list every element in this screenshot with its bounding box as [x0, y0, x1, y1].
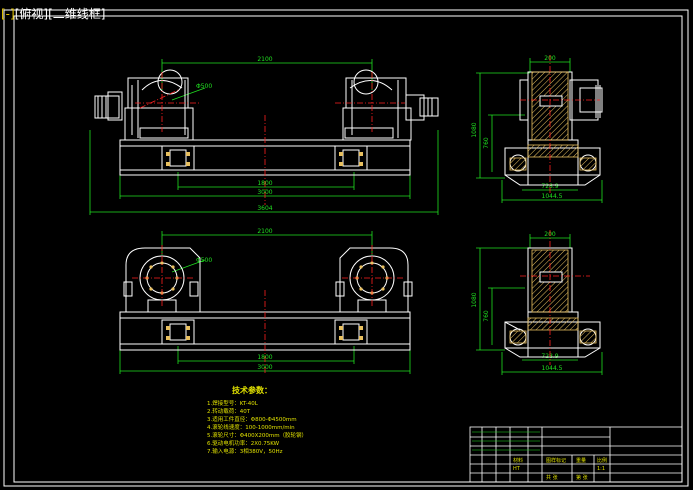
top-front-view: 2100 Φ500 1800 3000 3604	[89, 56, 439, 215]
tech-notes-title: 技术参数：	[232, 385, 272, 395]
dim-side-base-outer: 1044.5	[542, 193, 563, 200]
viewport-label[interactable]: [-][俯视][二维线框]	[1, 7, 105, 21]
top-side-view: 200 1080 760 728.9 1044.5	[471, 55, 603, 203]
dim-top-span: 2100	[257, 56, 272, 63]
tb-cell-7: 材料	[513, 457, 523, 464]
tb-cell-1: 图样标记	[546, 457, 566, 464]
dim-bside-height: 1080	[471, 292, 478, 307]
dim-bside-base-outer: 1044.5	[542, 365, 563, 372]
tb-cell-5: 共 张	[546, 474, 558, 481]
tech-note-1: 1.焊接型号：KT-40L	[207, 399, 259, 407]
tb-cell-4: 1:1	[597, 466, 605, 472]
tech-notes: 技术参数： 1.焊接型号：KT-40L 2.转动载荷：40T 3.适用工件直径：…	[207, 385, 307, 455]
tb-cell-6: 第 张	[576, 474, 588, 481]
dim-bottom-radius: Φ500	[196, 257, 212, 264]
bottom-front-view: 2100 Φ500 1800 3000	[119, 228, 413, 375]
tech-note-4: 4.滚轮线速度：100-1000mm/min	[207, 423, 295, 431]
dim-bottom-span: 2100	[257, 228, 272, 235]
dim-top-radius: Φ500	[196, 83, 212, 90]
dim-bside-mid: 760	[483, 310, 490, 322]
title-block: 图样标记 重量 比例 1:1 共 张 第 张 材料 HT	[469, 426, 683, 483]
tech-note-7: 7.输入电源：3相380V，50Hz	[207, 447, 283, 455]
tb-cell-3: 比例	[597, 457, 607, 464]
drawing-frame-outer	[3, 9, 689, 487]
drawing-frame-inner	[13, 15, 683, 483]
tech-note-5: 5.滚轮尺寸：Φ400X200mm（胶轮钢）	[207, 431, 307, 439]
view-direction-button[interactable]: [俯视]	[14, 7, 49, 21]
tb-cell-8: HT	[513, 466, 521, 472]
tech-note-6: 6.驱动电机功率：2X0.75KW	[207, 439, 280, 447]
dim-top-overall: 3604	[257, 205, 272, 212]
dim-side-height: 1080	[471, 122, 478, 137]
viewport-menu-button[interactable]: [-]	[1, 7, 15, 21]
visual-style-button[interactable]: [二维线框]	[48, 7, 106, 21]
tb-cell-2: 重量	[576, 457, 586, 464]
dim-side-base-inner: 728.9	[541, 183, 558, 190]
dim-side-mid: 760	[483, 137, 490, 149]
bottom-side-view: 200 1080 760 728.9 1044.5	[471, 230, 603, 375]
tech-note-2: 2.转动载荷：40T	[207, 407, 251, 415]
tech-note-3: 3.适用工件直径：Φ800-Φ4500mm	[207, 415, 297, 423]
